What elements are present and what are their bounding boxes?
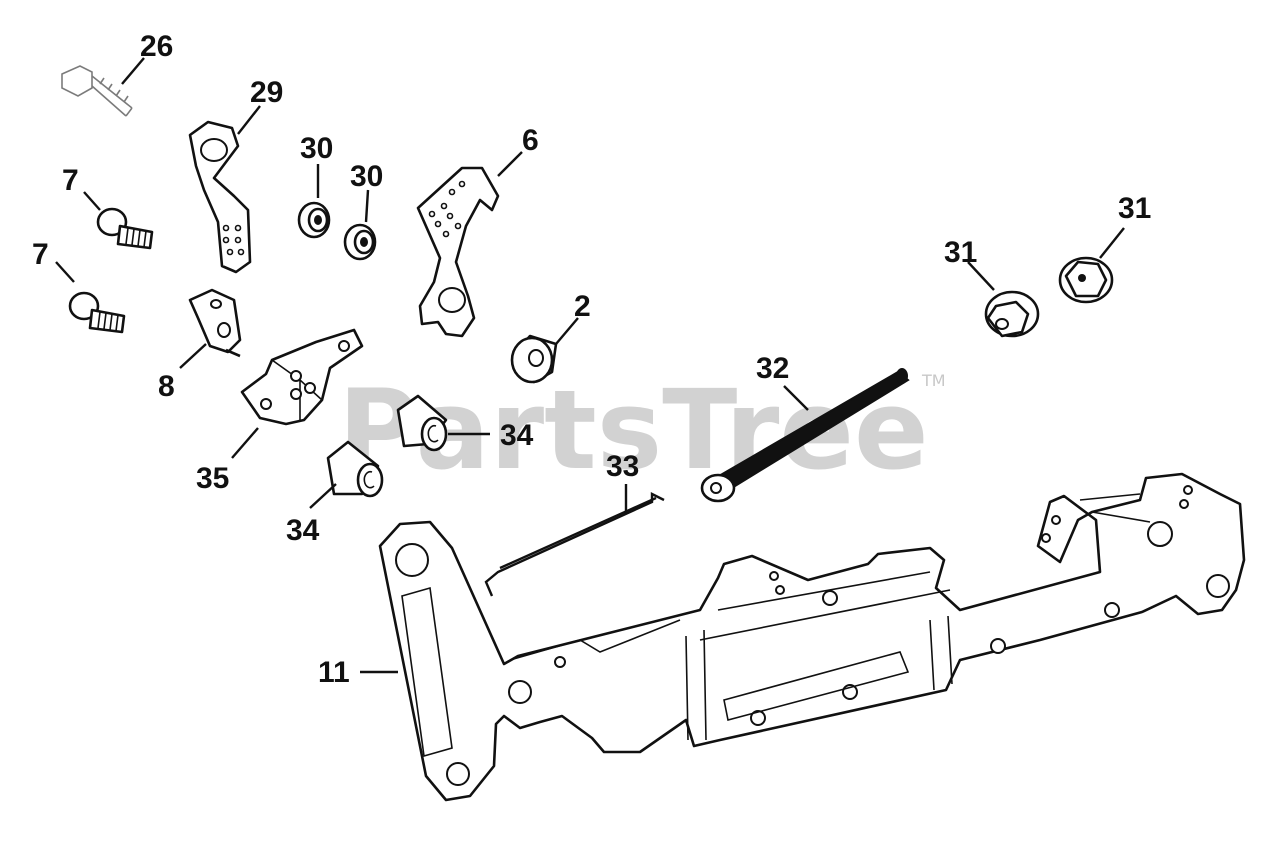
part-7-bolt-a — [96, 207, 154, 250]
part-26-screw — [61, 65, 133, 117]
part-29-bracket — [188, 120, 252, 274]
part-34-spacer-b — [326, 440, 384, 498]
callout-26: 26 — [140, 30, 173, 63]
part-30-bushing-a — [297, 201, 331, 239]
part-31-nut-a — [984, 290, 1040, 338]
callout-30a: 30 — [300, 132, 333, 165]
callout-11: 11 — [318, 656, 350, 689]
part-11-panel — [378, 472, 1246, 802]
part-31-nut-b — [1058, 256, 1114, 304]
callout-34b: 34 — [286, 514, 320, 547]
leader-lines — [55, 57, 1125, 674]
callout-32: 32 — [756, 352, 789, 385]
watermark-trademark: TM — [921, 371, 946, 390]
callout-2: 2 — [574, 290, 591, 323]
part-33-link — [484, 492, 665, 597]
callout-labels: 26 29 30 30 6 7 7 8 35 34 34 2 31 31 32 … — [32, 30, 1151, 689]
callout-6: 6 — [522, 124, 539, 157]
callout-8: 8 — [158, 370, 175, 403]
callout-31a: 31 — [944, 236, 977, 269]
part-34-spacer-a — [396, 394, 448, 452]
part-2-spacer — [510, 334, 558, 384]
part-8-clip — [188, 288, 242, 358]
callout-33: 33 — [606, 450, 639, 483]
part-30-bushing-b — [343, 223, 377, 261]
callout-30b: 30 — [350, 160, 383, 193]
part-32-rod — [700, 368, 910, 503]
callout-35: 35 — [196, 462, 229, 495]
part-35-bracket — [240, 328, 364, 426]
part-6-bracket — [416, 166, 500, 338]
part-7-bolt-b — [68, 291, 126, 334]
callout-29: 29 — [250, 76, 283, 109]
callout-31b: 31 — [1118, 192, 1151, 225]
callout-7b: 7 — [32, 238, 49, 271]
callout-34a: 34 — [500, 419, 534, 452]
callout-7a: 7 — [62, 164, 79, 197]
